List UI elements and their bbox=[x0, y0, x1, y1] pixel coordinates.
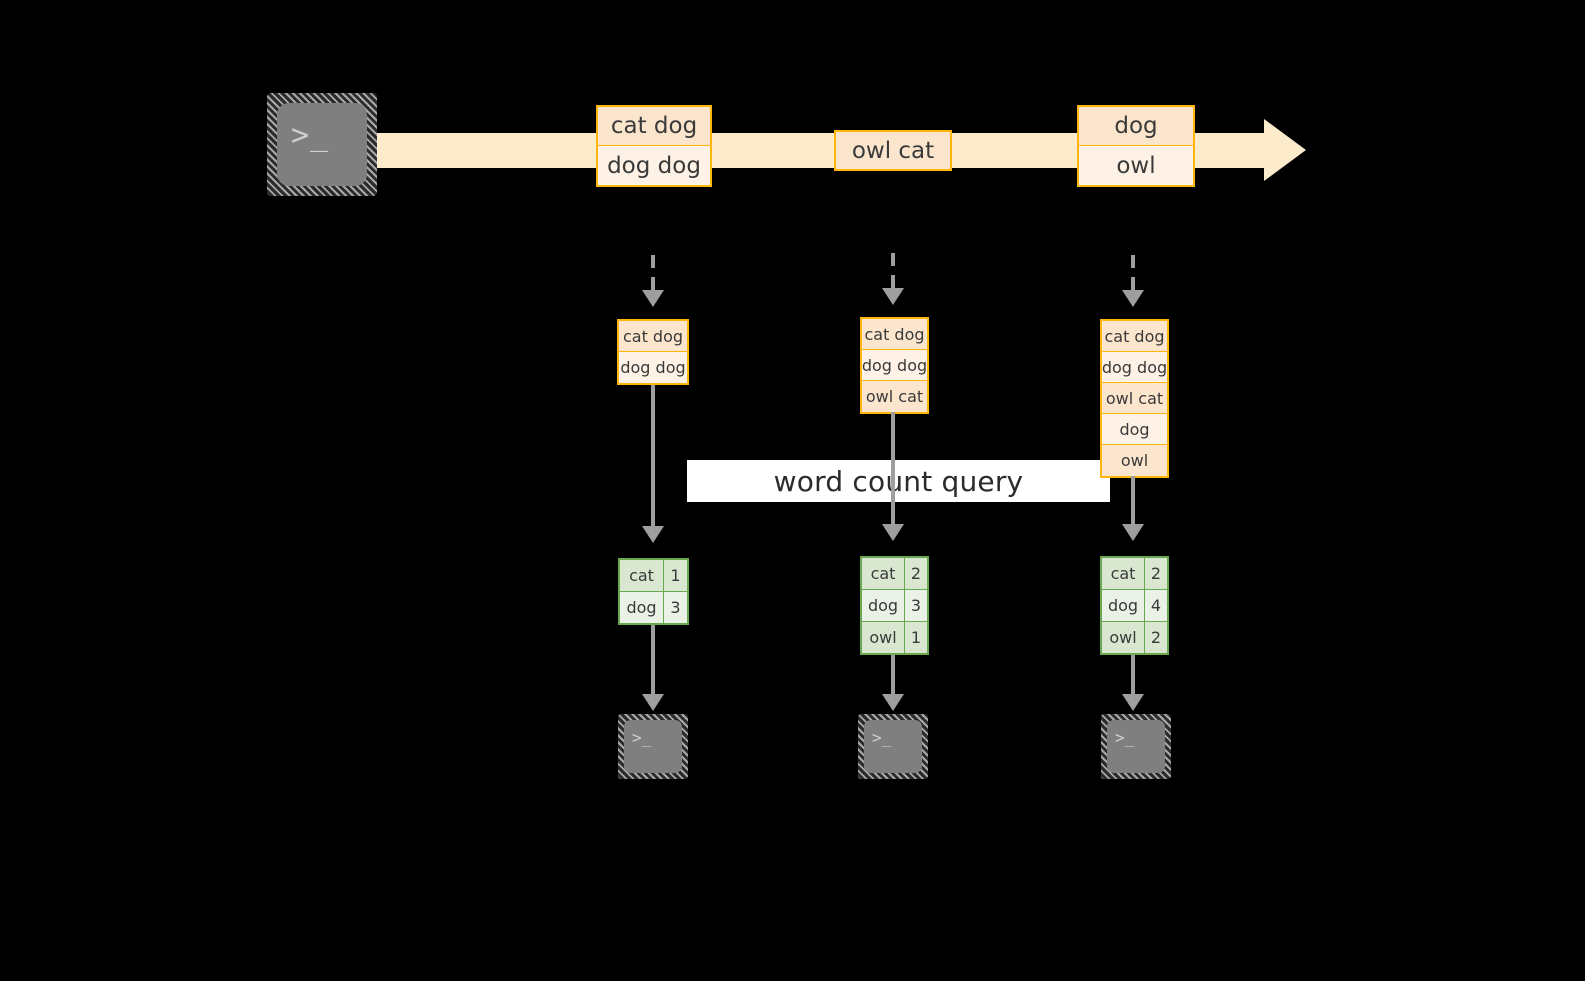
stream-line: dog dog bbox=[598, 146, 710, 185]
result-table-t2: cat 2 dog 3 owl 1 bbox=[860, 556, 929, 655]
input-table-t3: cat dog dog dog owl cat dog owl bbox=[1100, 319, 1169, 478]
input-row: cat dog bbox=[619, 321, 687, 352]
result-row: owl 2 bbox=[1102, 622, 1167, 653]
terminal-screen: >_ bbox=[624, 720, 682, 773]
stream-line: dog bbox=[1079, 107, 1193, 146]
result-table-t1: cat 1 dog 3 bbox=[618, 558, 689, 625]
result-row: dog 3 bbox=[862, 590, 927, 622]
stream-batch-2: owl cat bbox=[834, 130, 952, 171]
result-count: 2 bbox=[1145, 558, 1167, 589]
result-row: cat 2 bbox=[1102, 558, 1167, 590]
input-row: cat dog bbox=[862, 319, 927, 350]
input-row: dog dog bbox=[1102, 352, 1167, 383]
input-row: dog bbox=[1102, 414, 1167, 445]
input-to-result-connector bbox=[1131, 476, 1135, 524]
result-to-sink-connector bbox=[651, 622, 655, 694]
result-word: dog bbox=[620, 592, 664, 623]
arrow-head-icon bbox=[1122, 694, 1144, 711]
arrow-right-icon bbox=[1264, 119, 1306, 181]
result-count: 1 bbox=[664, 560, 687, 591]
arrow-head-icon bbox=[882, 694, 904, 711]
input-table-t2: cat dog dog dog owl cat bbox=[860, 317, 929, 414]
input-to-result-connector bbox=[651, 382, 655, 526]
stream-line: cat dog bbox=[598, 107, 710, 146]
sink-t3: >_ bbox=[1101, 714, 1171, 779]
stream-batch-1: cat dog dog dog bbox=[596, 105, 712, 187]
terminal-prompt-label: >_ bbox=[872, 728, 892, 747]
result-table-t3: cat 2 dog 4 owl 2 bbox=[1100, 556, 1169, 655]
source-terminal-icon: >_ bbox=[267, 93, 377, 196]
stream-to-input-connector bbox=[891, 253, 895, 288]
arrow-head-icon bbox=[882, 288, 904, 305]
input-row: owl cat bbox=[1102, 383, 1167, 414]
result-count: 4 bbox=[1145, 590, 1167, 621]
result-row: owl 1 bbox=[862, 622, 927, 653]
input-row: owl bbox=[1102, 445, 1167, 476]
terminal-prompt-label: >_ bbox=[1115, 728, 1135, 747]
sink-t1: >_ bbox=[618, 714, 688, 779]
input-to-result-connector bbox=[891, 412, 895, 524]
result-row: cat 2 bbox=[862, 558, 927, 590]
sink-t2: >_ bbox=[858, 714, 928, 779]
query-label-band: word count query bbox=[687, 460, 1110, 502]
result-count: 3 bbox=[664, 592, 687, 623]
stream-line: owl cat bbox=[836, 132, 950, 169]
result-word: cat bbox=[1102, 558, 1145, 589]
result-word: cat bbox=[862, 558, 905, 589]
terminal-screen: >_ bbox=[1107, 720, 1165, 773]
arrow-head-icon bbox=[642, 290, 664, 307]
result-word: dog bbox=[862, 590, 905, 621]
input-row: owl cat bbox=[862, 381, 927, 412]
result-count: 1 bbox=[905, 622, 927, 653]
result-count: 3 bbox=[905, 590, 927, 621]
input-row: cat dog bbox=[1102, 321, 1167, 352]
arrow-head-icon bbox=[642, 526, 664, 543]
arrow-head-icon bbox=[882, 524, 904, 541]
stream-to-input-connector bbox=[1131, 255, 1135, 290]
result-to-sink-connector bbox=[891, 650, 895, 694]
input-table-t1: cat dog dog dog bbox=[617, 319, 689, 385]
stream-batch-3: dog owl bbox=[1077, 105, 1195, 187]
result-count: 2 bbox=[1145, 622, 1167, 653]
result-count: 2 bbox=[905, 558, 927, 589]
result-word: cat bbox=[620, 560, 664, 591]
result-word: owl bbox=[1102, 622, 1145, 653]
result-word: dog bbox=[1102, 590, 1145, 621]
terminal-prompt-label: >_ bbox=[632, 728, 652, 747]
input-row: dog dog bbox=[619, 352, 687, 383]
result-row: cat 1 bbox=[620, 560, 687, 592]
query-label-text: word count query bbox=[773, 464, 1024, 498]
terminal-prompt-label: >_ bbox=[291, 118, 330, 153]
input-row: dog dog bbox=[862, 350, 927, 381]
arrow-head-icon bbox=[1122, 290, 1144, 307]
arrow-head-icon bbox=[1122, 524, 1144, 541]
result-to-sink-connector bbox=[1131, 650, 1135, 694]
terminal-screen: >_ bbox=[277, 103, 367, 186]
result-row: dog 4 bbox=[1102, 590, 1167, 622]
stream-to-input-connector bbox=[651, 255, 655, 290]
result-word: owl bbox=[862, 622, 905, 653]
terminal-screen: >_ bbox=[864, 720, 922, 773]
stream-line: owl bbox=[1079, 146, 1193, 185]
result-row: dog 3 bbox=[620, 592, 687, 623]
arrow-head-icon bbox=[642, 694, 664, 711]
